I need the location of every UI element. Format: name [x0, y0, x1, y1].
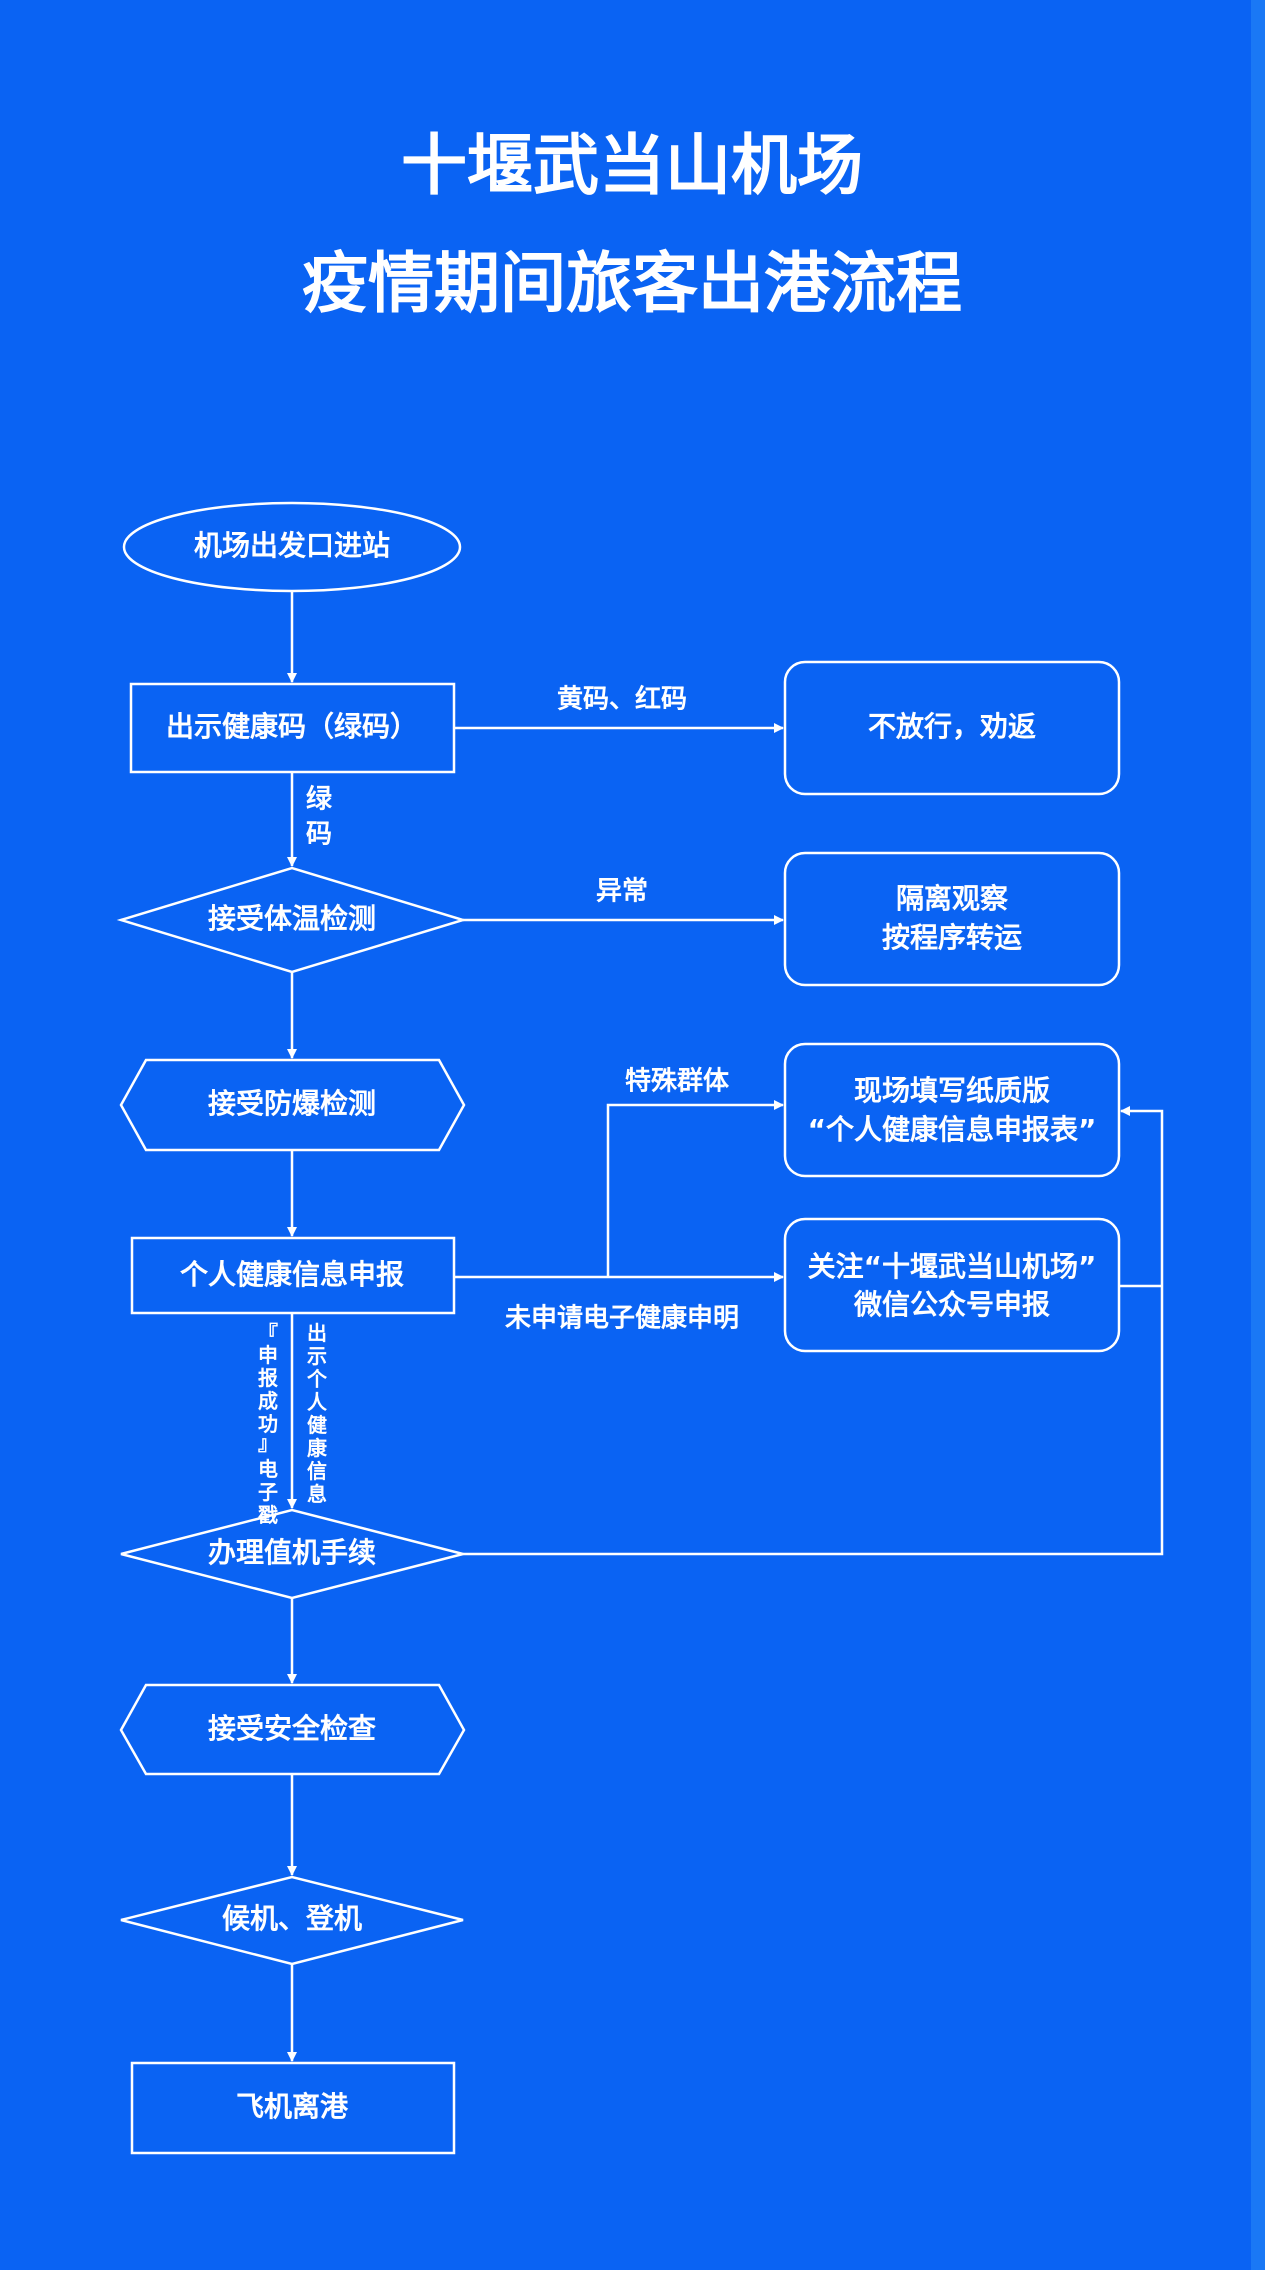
isolate-label-1: 隔离观察: [896, 882, 1009, 915]
security-label: 接受安全检查: [208, 1712, 376, 1745]
special-group-label: 特殊群体: [625, 1066, 730, 1097]
stamp-char: 电: [258, 1457, 278, 1481]
stamp-char: 『: [258, 1321, 278, 1345]
reject-box: [783, 660, 1121, 796]
departure-label: 飞机离港: [236, 2090, 349, 2123]
yellow-red-label: 黄码、红码: [557, 684, 687, 715]
stamp-vertical-label: 『 申 报 成 功 』 电 子 戳: [258, 1321, 278, 1527]
show-info-char: 健: [307, 1413, 327, 1437]
stamp-char: 戳: [258, 1503, 278, 1527]
stamp-char: 功: [258, 1412, 278, 1436]
show-info-vertical-label: 出 示 个 人 健 康 信 息: [306, 1321, 328, 1506]
explosive-label: 接受防爆检测: [208, 1087, 376, 1120]
abnormal-label: 异常: [596, 877, 648, 907]
show-info-char: 个: [306, 1367, 328, 1391]
paper-declare-box: [783, 1042, 1121, 1178]
wechat-box: [783, 1217, 1121, 1353]
arrow-to-paper: [606, 1100, 784, 1277]
right-edge-strip: [1251, 0, 1265, 2270]
declare-label: 个人健康信息申报: [180, 1258, 404, 1291]
title-line-2: 疫情期间旅客出港流程: [302, 245, 962, 322]
wechat-label-2: 微信公众号申报: [853, 1288, 1050, 1321]
show-info-char: 示: [307, 1344, 327, 1368]
temperature-label: 接受体温检测: [208, 902, 376, 935]
no-e-declare-label: 未申请电子健康申明: [505, 1303, 739, 1334]
checkin-label: 办理值机手续: [208, 1536, 376, 1569]
title-line-1: 十堰武当山机场: [401, 127, 863, 204]
isolate-box: [783, 851, 1121, 987]
show-info-char: 信: [307, 1459, 327, 1483]
entry-label: 机场出发口进站: [194, 529, 390, 562]
stamp-char: 成: [258, 1389, 278, 1413]
departure-box: [130, 2061, 456, 2155]
show-info-char: 出: [307, 1321, 327, 1345]
boarding-label: 候机、登机: [222, 1902, 362, 1935]
green-label-1: 绿: [306, 785, 333, 815]
green-label-2: 码: [306, 820, 332, 850]
paper-label-1: 现场填写纸质版: [854, 1074, 1050, 1107]
explosive-hexagon: [119, 1058, 466, 1152]
show-info-char: 康: [307, 1436, 328, 1460]
loop-back-arrow: [463, 1106, 1164, 1556]
boarding-diamond: [120, 1875, 464, 1966]
wechat-label-1: 关注“十堰武当山机场”: [808, 1250, 1097, 1283]
isolate-label-2: 按程序转运: [882, 921, 1022, 954]
stamp-char: 报: [258, 1366, 278, 1390]
show-info-char: 息: [307, 1482, 327, 1506]
security-hexagon: [119, 1683, 466, 1776]
paper-label-2: “个人健康信息申报表”: [808, 1113, 1097, 1146]
stamp-char: 申: [258, 1343, 278, 1367]
stamp-char: 子: [258, 1480, 278, 1504]
show-info-char: 人: [307, 1390, 328, 1414]
reject-label: 不放行，劝返: [868, 710, 1036, 743]
stamp-char: 』: [258, 1431, 278, 1455]
health-code-label: 出示健康码（绿码）: [166, 710, 418, 743]
